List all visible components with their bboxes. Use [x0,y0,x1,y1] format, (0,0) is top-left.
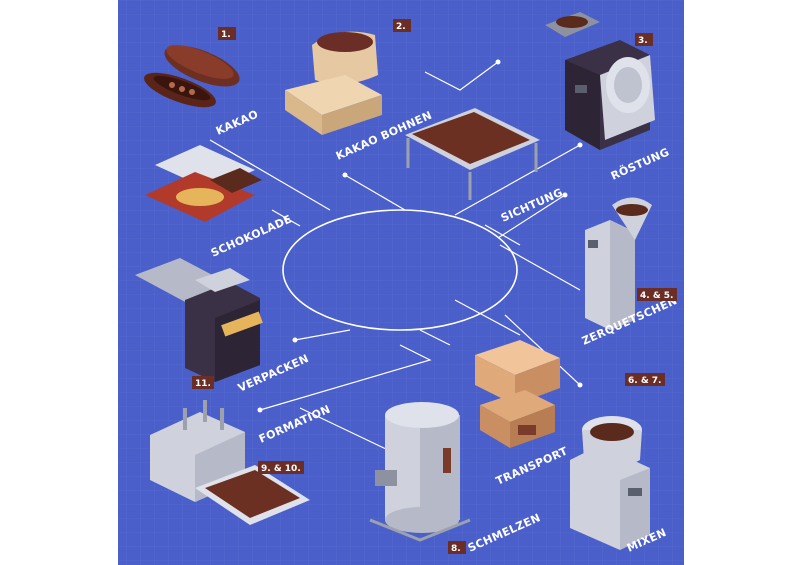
svg-text:2.: 2. [396,22,406,32]
svg-text:8.: 8. [451,544,461,554]
cocoa-pod-illustration [144,45,240,108]
badge-3: 3. [635,33,653,46]
packing-machine-illustration [135,258,263,382]
badge-4-5: 4. & 5. [637,288,677,301]
transport-boxes-illustration [475,340,560,448]
chocolate-bars-illustration [145,145,262,222]
melting-tank-illustration [369,402,471,542]
forming-machine-illustration [150,400,310,525]
mixer-machine-illustration [570,416,650,550]
cocoa-bean-sacks-illustration [285,31,382,135]
badge-1: 1. [218,27,236,40]
center-ellipse [282,209,518,331]
svg-text:1.: 1. [221,30,231,40]
step-badges: 1. 2. 3. 4. & 5. 6. & 7. 8. 9. & 10. 11 [192,19,677,554]
svg-text:6. & 7.: 6. & 7. [628,376,661,386]
connector-lines [209,59,583,473]
svg-text:4. & 5.: 4. & 5. [640,291,673,301]
badge-2: 2. [393,19,411,32]
grinder-machine-illustration [585,197,652,330]
svg-text:3.: 3. [638,36,648,46]
badge-9-10: 9. & 10. [258,461,304,474]
roasting-machine-illustration [545,12,655,150]
badge-8: 8. [448,541,466,554]
badge-6-7: 6. & 7. [625,373,665,386]
svg-text:11.: 11. [195,379,211,389]
badge-11: 11. [192,376,214,389]
sorting-table-illustration [405,108,540,200]
svg-text:9. & 10.: 9. & 10. [261,464,301,474]
